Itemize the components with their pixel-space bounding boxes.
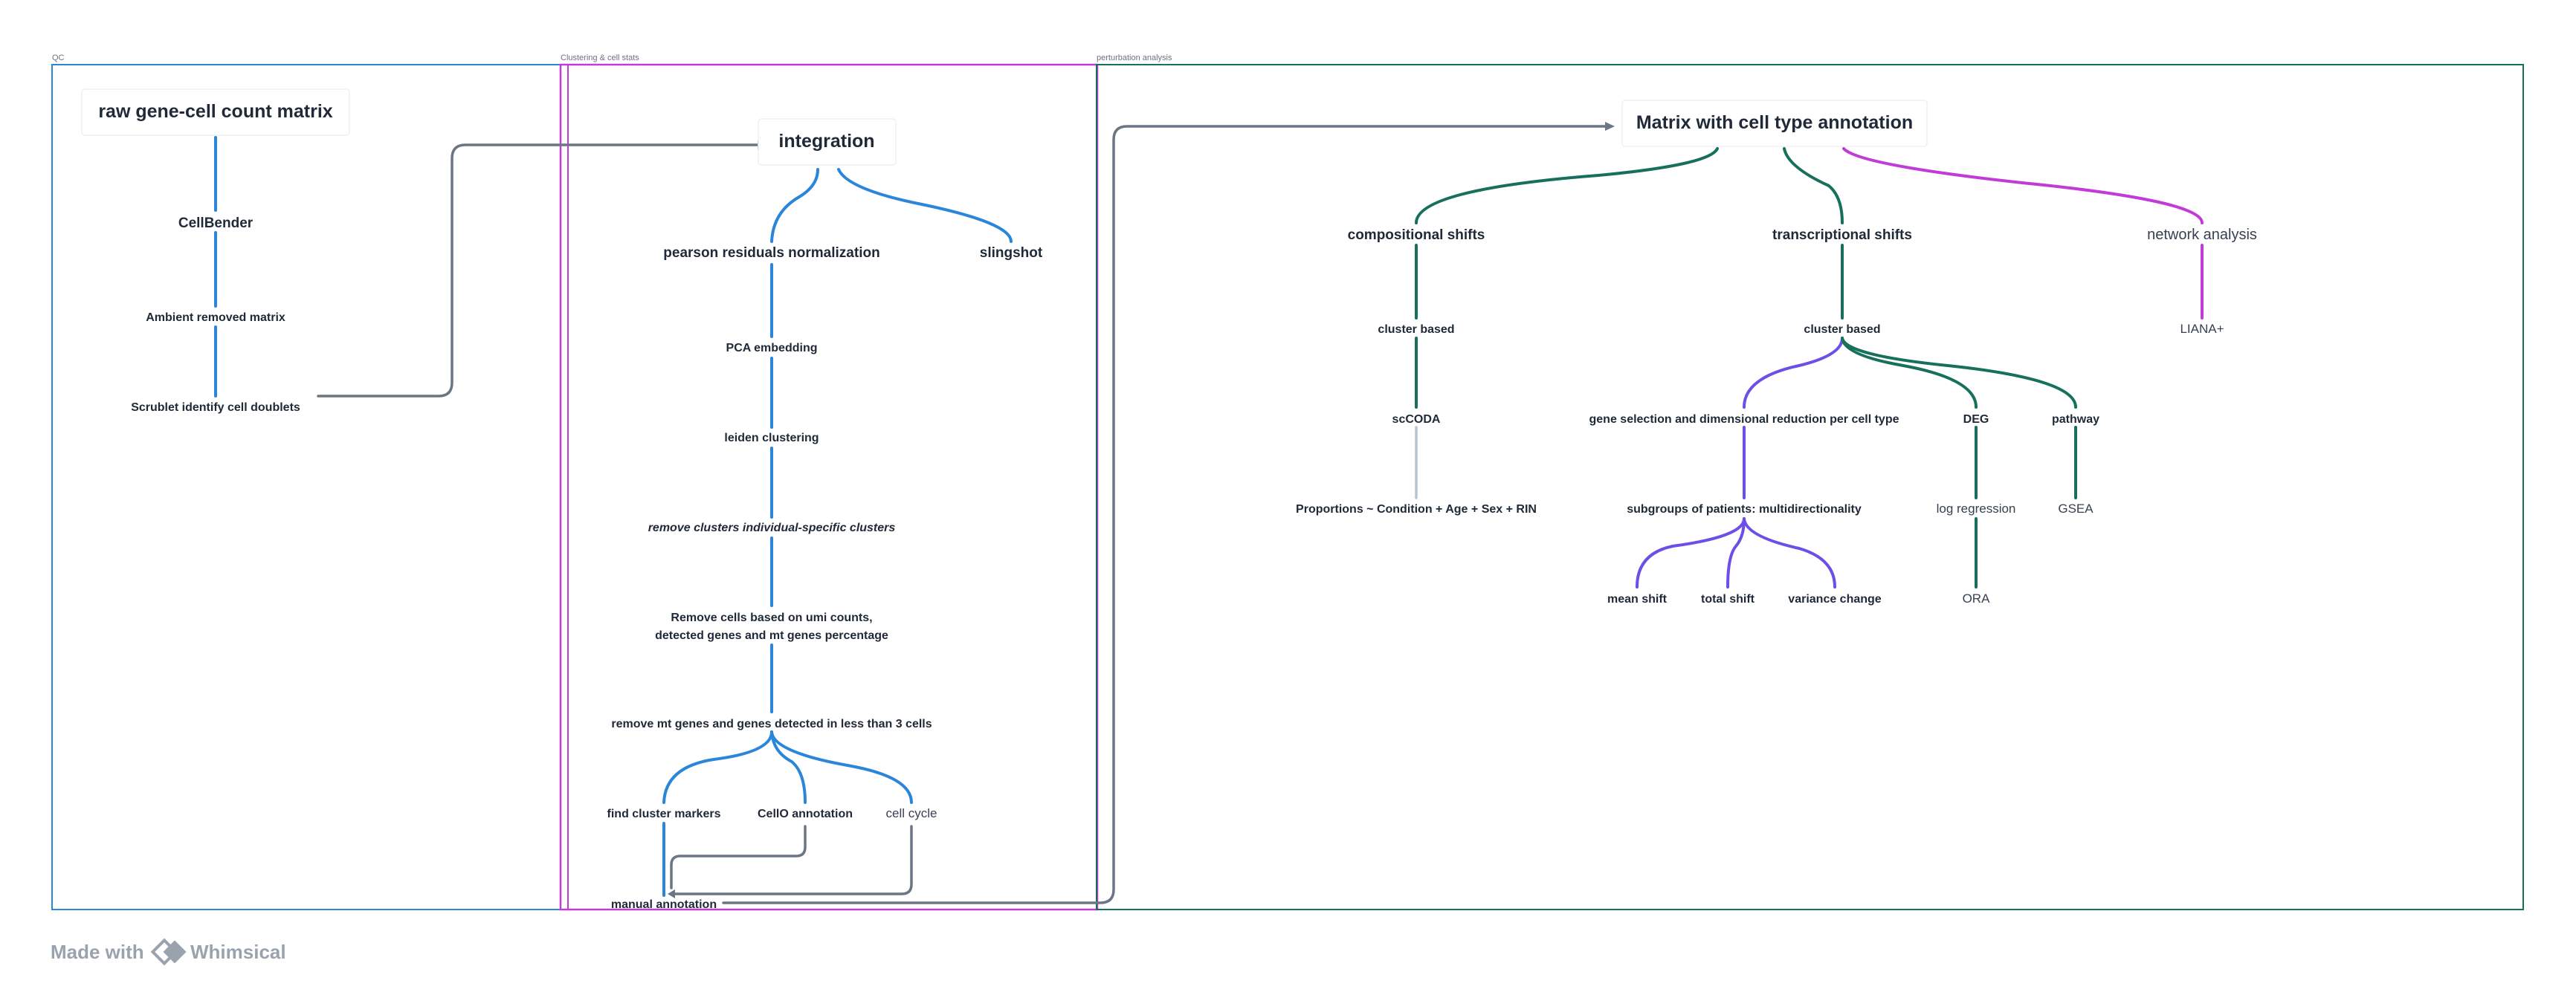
frame-clustering-label: Clustering & cell stats	[561, 54, 639, 62]
node-ora[interactable]: ORA	[1963, 591, 1991, 606]
clustering-edges	[662, 168, 1013, 897]
cello-to-manual-arrow	[670, 825, 807, 889]
frame-perturbation: perturbation analysis	[1096, 54, 2524, 910]
node-cell-cycle[interactable]: cell cycle	[886, 806, 937, 820]
node-sccoda[interactable]: scCODA	[1392, 413, 1441, 426]
node-remove-cells[interactable]: Remove cells based on umi counts, detect…	[655, 612, 888, 642]
node-log-regression[interactable]: log regression	[1937, 502, 2016, 516]
node-pathway[interactable]: pathway	[2052, 413, 2099, 426]
cellcycle-to-manual-arrow	[671, 825, 913, 895]
remove-cells-line-2: detected genes and mt genes percentage	[655, 629, 888, 642]
footer-made-with-whimsical[interactable]: Made with Whimsical	[51, 938, 286, 966]
whimsical-logo-icon	[150, 938, 187, 966]
node-find-markers[interactable]: find cluster markers	[607, 808, 721, 820]
scrublet-to-integration-arrow	[317, 143, 760, 398]
node-transcriptional[interactable]: transcriptional shifts	[1772, 227, 1912, 243]
node-mean-shift[interactable]: mean shift	[1607, 593, 1668, 606]
node-proportions[interactable]: Proportions ~ Condition + Age + Sex + RI…	[1296, 503, 1537, 516]
node-remove-clusters[interactable]: remove clusters individual-specific clus…	[648, 522, 896, 534]
integration-label: integration	[778, 131, 874, 152]
node-compositional[interactable]: compositional shifts	[1348, 227, 1485, 243]
node-subgroups[interactable]: subgroups of patients: multidirectionali…	[1627, 503, 1862, 516]
raw-matrix-label: raw gene-cell count matrix	[98, 101, 332, 122]
footer-made-with: Made with	[51, 941, 144, 963]
node-variance-change[interactable]: variance change	[1788, 593, 1882, 606]
arrowhead-manual	[668, 889, 675, 898]
frame-qc-label: QC	[52, 54, 65, 62]
node-network[interactable]: network analysis	[2147, 227, 2257, 243]
node-scrublet[interactable]: Scrublet identify cell doublets	[131, 401, 300, 414]
node-gene-selection[interactable]: gene selection and dimensional reduction…	[1589, 413, 1899, 426]
perturbation-edges	[1415, 147, 2204, 589]
frame-qc: QC	[51, 54, 1097, 910]
node-cellbender[interactable]: CellBender	[178, 215, 254, 231]
node-raw-matrix[interactable]: raw gene-cell count matrix	[81, 88, 350, 136]
node-leiden[interactable]: leiden clustering	[724, 432, 819, 444]
arrowhead-matrix	[1605, 122, 1615, 131]
remove-cells-line-1: Remove cells based on umi counts,	[671, 612, 872, 624]
node-matrix-annotation[interactable]: Matrix with cell type annotation	[1621, 100, 1928, 147]
node-pca[interactable]: PCA embedding	[726, 342, 818, 354]
node-integration[interactable]: integration	[758, 118, 897, 166]
node-pearson[interactable]: pearson residuals normalization	[663, 245, 879, 261]
node-total-shift[interactable]: total shift	[1701, 593, 1755, 606]
node-liana[interactable]: LIANA+	[2180, 322, 2224, 336]
node-manual-annotation[interactable]: manual annotation	[611, 898, 717, 911]
manual-to-matrix-arrow	[722, 125, 1607, 904]
node-cluster-based-1[interactable]: cluster based	[1378, 323, 1454, 336]
node-deg[interactable]: DEG	[1963, 413, 1989, 426]
node-cello[interactable]: CellO annotation	[758, 808, 853, 820]
footer-brand: Whimsical	[190, 941, 286, 963]
frame-perturbation-label: perturbation analysis	[1097, 54, 1172, 62]
node-gsea[interactable]: GSEA	[2058, 502, 2094, 516]
matrix-annotation-label: Matrix with cell type annotation	[1636, 112, 1913, 133]
node-remove-mt[interactable]: remove mt genes and genes detected in le…	[611, 718, 932, 730]
node-slingshot[interactable]: slingshot	[980, 245, 1043, 261]
node-ambient-removed[interactable]: Ambient removed matrix	[146, 311, 285, 324]
frame-clustering: Clustering & cell stats	[559, 54, 1099, 911]
node-cluster-based-2[interactable]: cluster based	[1804, 323, 1880, 336]
